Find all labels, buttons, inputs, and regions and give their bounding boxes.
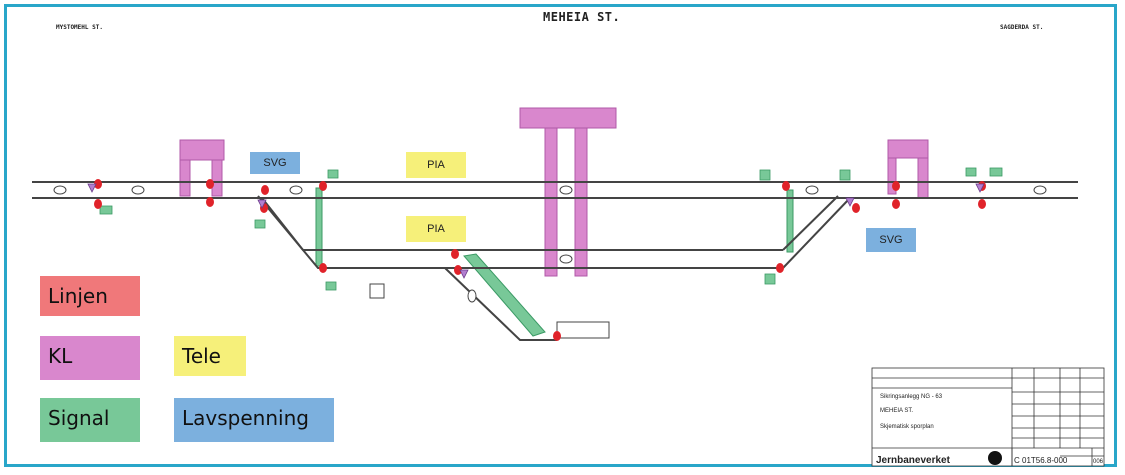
title-line-3: Skjematisk sporplan <box>880 424 934 430</box>
red-marker <box>206 197 214 207</box>
company-name: Jernbaneverket <box>876 455 951 466</box>
red-marker <box>319 263 327 273</box>
signal-tag-6 <box>839 169 851 181</box>
signal-tag-7 <box>764 273 776 285</box>
red-marker <box>782 181 790 191</box>
siding-left <box>257 195 455 269</box>
switch-symbol <box>459 269 469 279</box>
signal-tag-4 <box>254 219 266 229</box>
legend-tele: Tele <box>174 336 246 376</box>
signal-tag-1 <box>99 205 113 215</box>
red-marker <box>319 181 327 191</box>
red-marker <box>261 185 269 195</box>
kl-right-leg-2 <box>887 157 897 195</box>
title-line-2: MEHEIA ST. <box>880 408 913 414</box>
siding-right-upper <box>782 195 839 251</box>
red-marker <box>553 331 561 341</box>
kl-portal-post-right <box>574 127 588 277</box>
red-marker <box>776 263 784 273</box>
red-marker <box>94 179 102 189</box>
kl-portal-beam <box>519 107 617 129</box>
drawing-number: C 01T56.8-000 <box>1014 456 1068 465</box>
title-block <box>871 367 1105 467</box>
switch-symbols <box>87 183 985 279</box>
legend-lavspenning: Lavspenning <box>174 398 334 442</box>
signal-cable-left <box>315 187 323 267</box>
kl-right-box <box>887 139 929 159</box>
signal-tag-2 <box>327 169 339 179</box>
red-marker <box>892 199 900 209</box>
axle-counter-2 <box>131 185 145 195</box>
switch-symbol <box>87 183 97 193</box>
title-line-1: Sikringsanlegg NG - 63 <box>880 394 943 400</box>
legend-signal: Signal <box>40 398 140 442</box>
red-marker <box>454 265 462 275</box>
left-station-label: MYSTOMEHL ST. <box>56 24 103 31</box>
right-station-label: SAGDERDA ST. <box>1000 24 1044 31</box>
zone-pia-bottom: PIA <box>406 216 466 242</box>
sheet-number: 006 <box>1093 459 1104 465</box>
red-marker <box>94 199 102 209</box>
signal-tag-3 <box>325 281 337 291</box>
switch-symbol <box>975 183 985 193</box>
axle-counter-1 <box>53 185 67 195</box>
axle-counter-6 <box>805 185 819 195</box>
signal-tags <box>99 167 1003 291</box>
axle-counter-4 <box>559 185 573 195</box>
red-marker <box>206 179 214 189</box>
kl-portal-post-left <box>544 127 558 277</box>
signal-tag-5 <box>759 169 771 181</box>
axle-counter-3 <box>289 185 303 195</box>
red-marker <box>852 203 860 213</box>
axle-counter-7 <box>1033 185 1047 195</box>
spur-buffer <box>556 321 610 339</box>
legend-kl: KL <box>40 336 140 380</box>
red-marker <box>892 181 900 191</box>
kl-left-leg <box>179 159 191 197</box>
signal-cable-diagonal <box>463 253 546 337</box>
drawing-title: MEHEIA ST. <box>543 10 621 24</box>
signal-tag-8 <box>965 167 977 177</box>
switch-symbol <box>845 197 855 207</box>
zone-svg-right: SVG <box>866 228 916 252</box>
red-markers <box>94 179 986 341</box>
signal-tag-9 <box>989 167 1003 177</box>
signal-cable-right <box>786 189 794 253</box>
legend-linjen: Linjen <box>40 276 140 316</box>
kl-left-leg-2 <box>211 159 223 197</box>
siding-right-lower <box>782 197 851 269</box>
switch-symbol <box>257 199 267 209</box>
axle-counter-8 <box>467 289 477 303</box>
signal-cables <box>315 187 794 267</box>
red-marker <box>451 249 459 259</box>
tracks <box>32 181 1078 341</box>
kl-structures <box>179 107 929 337</box>
red-marker <box>978 199 986 209</box>
zone-svg-left: SVG <box>250 152 300 174</box>
kl-left-box <box>179 139 225 161</box>
siding-left-upper <box>261 197 455 251</box>
axle-counter-5 <box>559 254 573 264</box>
kl-right-leg <box>917 157 929 199</box>
equipment-box <box>369 283 385 299</box>
company-logo-icon <box>988 451 1002 465</box>
track-symbols <box>53 185 1047 303</box>
zone-pia-top: PIA <box>406 152 466 178</box>
